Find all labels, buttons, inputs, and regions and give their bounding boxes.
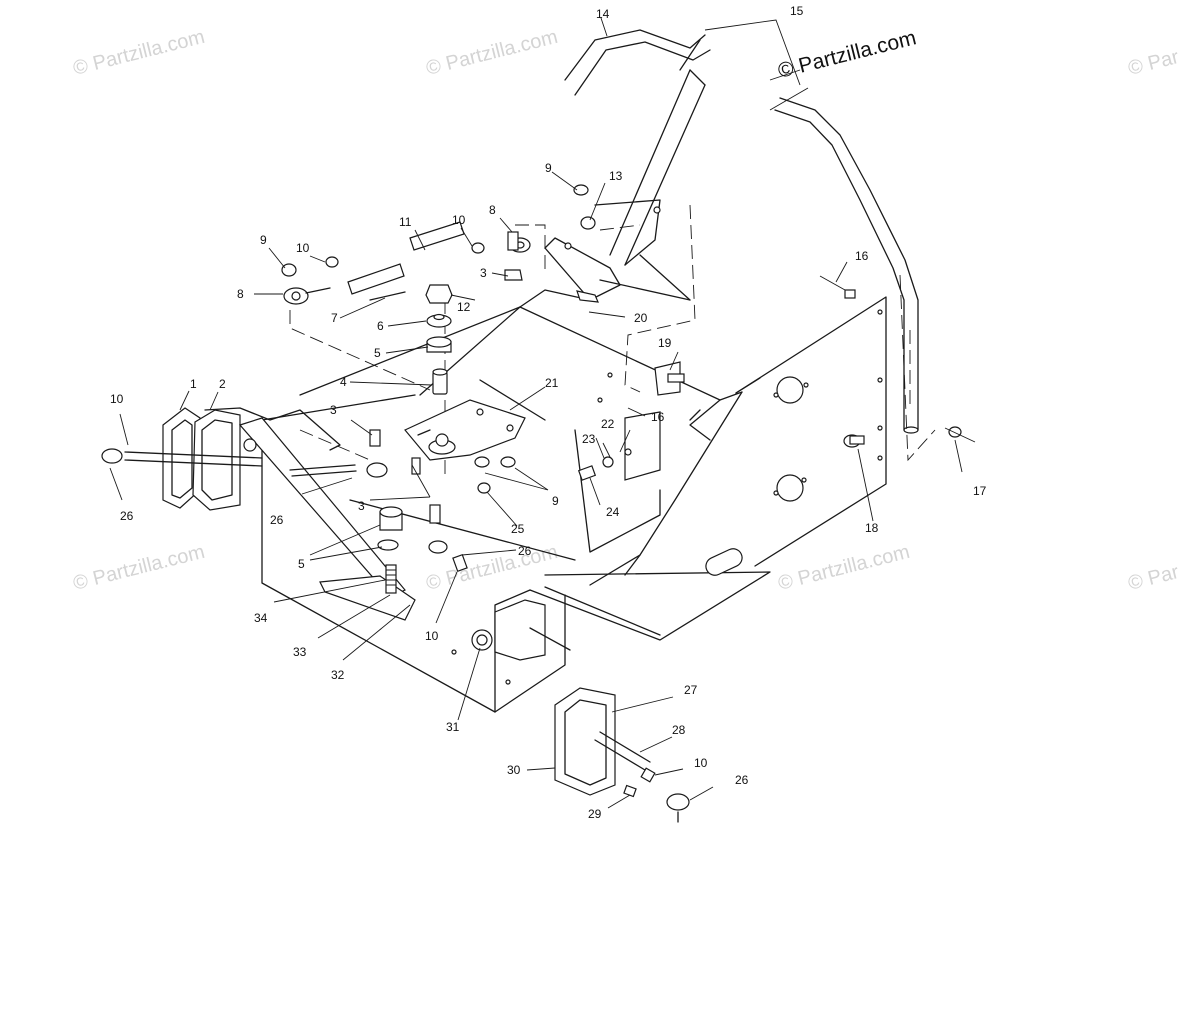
callout-label: 28 (672, 723, 686, 737)
callout-label: 10 (110, 392, 124, 406)
watermark-faded: © Partzilla.com (424, 26, 560, 80)
pedal-plate (319, 564, 416, 621)
watermark-faded: © Partzilla.com (776, 541, 912, 595)
watermark-faded-partial: © Par (1126, 561, 1182, 595)
callout-label: 25 (511, 522, 525, 536)
callout-label: 3 (330, 403, 337, 417)
watermark-faded: © Partzilla.com (71, 541, 207, 595)
callout-label: 8 (489, 203, 496, 217)
watermarks-faded: © Partzilla.com © Partzilla.com © Par © … (71, 26, 1182, 595)
callout-label: 14 (596, 7, 610, 21)
callout-label: 12 (457, 300, 471, 314)
callout-label: 9 (545, 161, 552, 175)
right-hardware (281, 184, 976, 494)
callout-label: 22 (601, 417, 615, 431)
callout-label: 29 (588, 807, 602, 821)
callout-label: 5 (374, 346, 381, 360)
watermark-main: © Partzilla.com (776, 26, 919, 83)
chassis-frame (261, 254, 887, 713)
callout-leaders (109, 17, 963, 809)
callout-label: 20 (634, 311, 648, 325)
handlebar-frame (544, 29, 919, 434)
callout-label: 26 (735, 773, 749, 787)
alignment-lines (289, 204, 936, 480)
callout-label: 17 (973, 484, 987, 498)
callout-label: 16 (651, 410, 665, 424)
callout-label: 30 (507, 763, 521, 777)
callout-label: 10 (296, 241, 310, 255)
pivot-plate (404, 399, 526, 461)
rear-mount-plates (471, 599, 690, 823)
callout-label: 26 (518, 544, 532, 558)
callout-label: 13 (609, 169, 623, 183)
callout-label: 16 (855, 249, 869, 263)
watermark-faded: © Partzilla.com (71, 26, 207, 80)
callout-label: 10 (694, 756, 708, 770)
callout-label: 5 (298, 557, 305, 571)
callout-label: 34 (254, 611, 268, 625)
callout-label: 19 (658, 336, 672, 350)
left-mount-plates (101, 407, 406, 598)
hardware-stack (369, 231, 523, 573)
callout-label: 18 (865, 521, 879, 535)
callout-label: 33 (293, 645, 307, 659)
callout-label: 10 (452, 213, 466, 227)
watermark-faded-partial: © Par (1126, 46, 1182, 80)
callout-label: 31 (446, 720, 460, 734)
callout-label: 15 (790, 4, 804, 18)
callout-labels: 14 15 9 13 10 8 9 10 8 11 3 12 7 6 5 4 2… (110, 4, 987, 821)
callout-label: 9 (552, 494, 559, 508)
callout-label: 32 (331, 668, 345, 682)
callout-label: 23 (582, 432, 596, 446)
callout-label: 7 (331, 311, 338, 325)
callout-label: 27 (684, 683, 698, 697)
callout-label: 1 (190, 377, 197, 391)
link-tubes (283, 221, 531, 305)
callout-label: 10 (425, 629, 439, 643)
callout-label: 3 (480, 266, 487, 280)
callout-label: 26 (270, 513, 284, 527)
callout-label: 24 (606, 505, 620, 519)
callout-label: 9 (260, 233, 267, 247)
callout-label: 26 (120, 509, 134, 523)
callout-label: 4 (340, 375, 347, 389)
callout-label: 8 (237, 287, 244, 301)
callout-label: 6 (377, 319, 384, 333)
callout-label: 3 (358, 499, 365, 513)
callout-label: 11 (399, 215, 412, 229)
callout-label: 2 (219, 377, 226, 391)
callout-label: 21 (545, 376, 559, 390)
